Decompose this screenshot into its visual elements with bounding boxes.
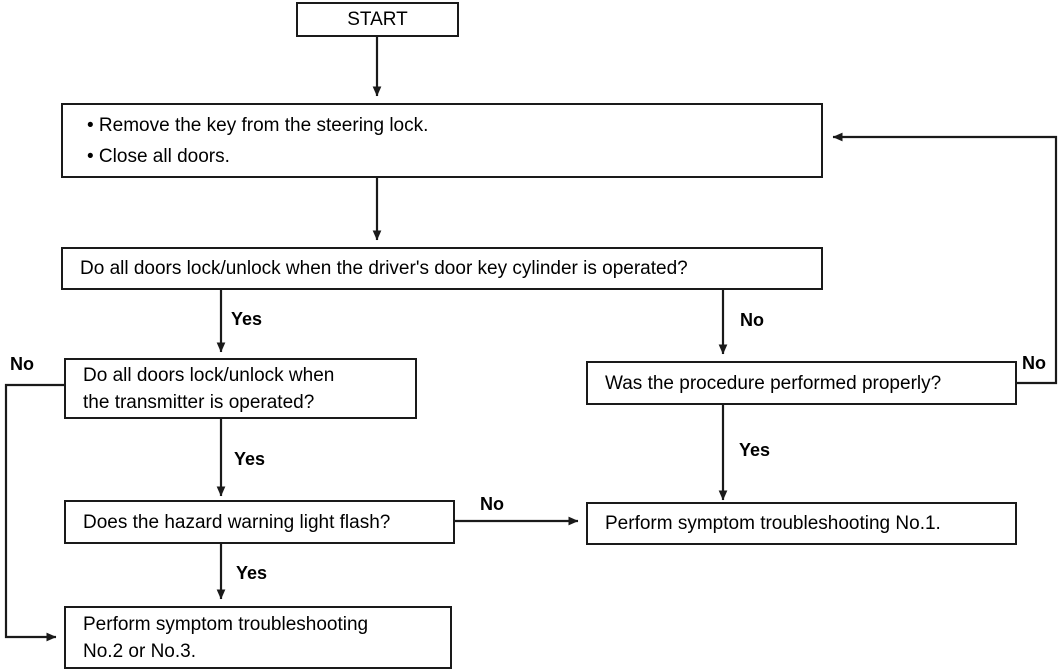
edge-label-procedure-no: No (1022, 353, 1046, 373)
node-start[interactable]: START (296, 2, 459, 37)
node-question-hazard-label: Does the hazard warning light flash? (83, 511, 391, 533)
edge-label-hazard-yes: Yes (236, 563, 268, 583)
edge-label-key-cylinder-yes: Yes (231, 309, 263, 329)
node-question-transmitter-label: Do all doors lock/unlock when the transm… (83, 364, 335, 413)
node-question-key-cylinder-label: Do all doors lock/unlock when the driver… (80, 258, 688, 279)
node-start-label: START (347, 9, 408, 30)
node-result-no23-label: Perform symptom troubleshooting No.2 or … (83, 613, 369, 662)
edge-label-transmitter-yes: Yes (234, 449, 266, 469)
node-prepare-label: • Remove the key from the steering lock.… (87, 114, 429, 167)
node-result-no1[interactable]: Perform symptom troubleshooting No.1. (586, 502, 1017, 545)
node-question-procedure-label: Was the procedure performed properly? (605, 372, 942, 394)
node-question-transmitter[interactable]: Do all doors lock/unlock when the transm… (64, 358, 417, 419)
node-result-no23[interactable]: Perform symptom troubleshooting No.2 or … (64, 606, 452, 669)
edge-label-transmitter-no: No (10, 354, 34, 374)
node-question-key-cylinder[interactable]: Do all doors lock/unlock when the driver… (61, 247, 823, 290)
node-prepare[interactable]: • Remove the key from the steering lock.… (61, 103, 823, 178)
node-question-hazard[interactable]: Does the hazard warning light flash? (64, 500, 455, 544)
edge-label-key-cylinder-no: No (740, 310, 764, 330)
node-question-procedure[interactable]: Was the procedure performed properly? (586, 361, 1017, 405)
edge-label-hazard-no: No (480, 494, 504, 514)
edge-label-procedure-yes: Yes (739, 440, 771, 460)
node-result-no1-label: Perform symptom troubleshooting No.1. (605, 513, 941, 534)
edge-transmitter-no (4, 383, 64, 642)
edge-procedure-no (832, 132, 1058, 385)
